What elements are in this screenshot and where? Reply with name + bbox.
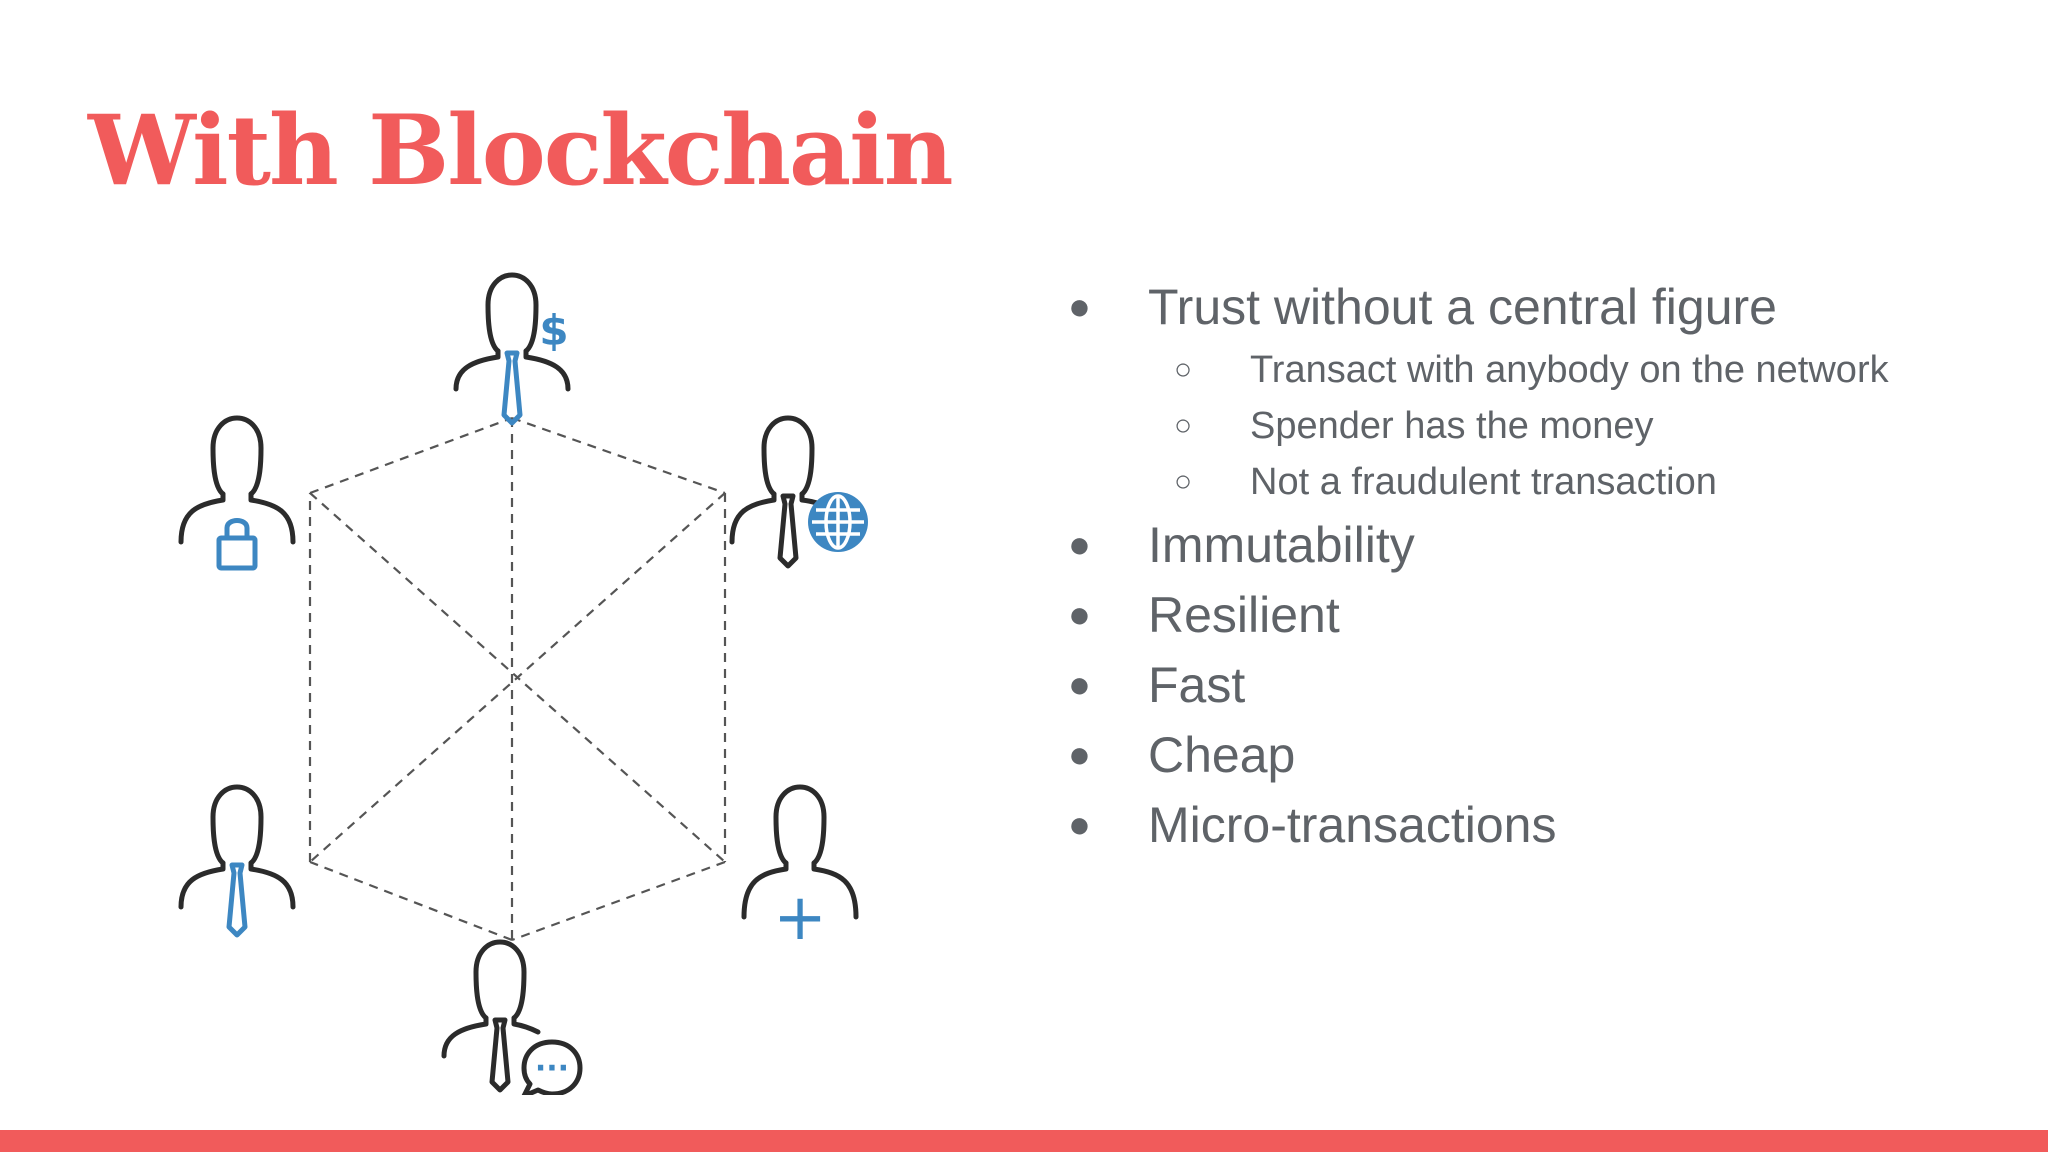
tie-icon bbox=[226, 862, 248, 938]
slide-title: With Blockchain bbox=[88, 94, 953, 207]
link bbox=[511, 860, 726, 942]
person-top: $ bbox=[453, 272, 571, 426]
bullet-dot: ● bbox=[1068, 803, 1091, 846]
plus-icon: + bbox=[773, 881, 827, 955]
bullet-text: Immutability bbox=[1148, 517, 1415, 573]
sub-list-item: ○ Transact with anybody on the network bbox=[1068, 342, 1968, 398]
sub-list-item: ○ Not a fraudulent transaction bbox=[1068, 454, 1968, 510]
chat-bubble-icon: ··· bbox=[521, 1039, 583, 1095]
list-item: ● Resilient bbox=[1068, 580, 1968, 650]
list-item: ● Immutability bbox=[1068, 510, 1968, 580]
bullet-text: Fast bbox=[1148, 657, 1246, 713]
lock-icon bbox=[216, 518, 258, 571]
person-icon bbox=[441, 939, 541, 1059]
tie-icon bbox=[489, 1017, 511, 1093]
person-bottom-left bbox=[178, 784, 296, 938]
sub-list-item: ○ Spender has the money bbox=[1068, 398, 1968, 454]
link bbox=[309, 492, 726, 863]
network-links bbox=[308, 416, 727, 942]
bullet-text: Cheap bbox=[1148, 727, 1296, 783]
bullet-dot: ● bbox=[1068, 523, 1091, 566]
bullet-text: Micro-transactions bbox=[1148, 797, 1557, 853]
blockchain-network-diagram: $ bbox=[178, 272, 868, 1095]
sub-bullet-text: Spender has the money bbox=[1250, 404, 1654, 447]
globe-icon bbox=[808, 492, 868, 552]
list-item: ● Micro-transactions bbox=[1068, 790, 1968, 860]
person-icon bbox=[178, 415, 296, 545]
chat-dots: ··· bbox=[535, 1051, 569, 1086]
person-bottom-right: + bbox=[741, 784, 859, 955]
dollar-icon: $ bbox=[539, 306, 568, 355]
tie-icon bbox=[777, 493, 799, 569]
sub-bullet-text: Not a fraudulent transaction bbox=[1250, 460, 1717, 503]
person-icon bbox=[741, 784, 859, 920]
person-top-left bbox=[178, 415, 296, 571]
sub-bullet-dot: ○ bbox=[1174, 465, 1193, 498]
sub-bullet-dot: ○ bbox=[1174, 353, 1193, 386]
bullet-text: Trust without a central figure bbox=[1148, 279, 1777, 335]
footer-accent-bar bbox=[0, 1130, 2048, 1152]
bullet-text: Resilient bbox=[1148, 587, 1340, 643]
list-item: ● Cheap bbox=[1068, 720, 1968, 790]
sub-bullet-dot: ○ bbox=[1174, 409, 1193, 442]
link bbox=[309, 416, 513, 495]
link bbox=[309, 860, 513, 942]
person-icon bbox=[453, 272, 571, 392]
bullet-dot: ● bbox=[1068, 663, 1091, 706]
list-item: ● Trust without a central figure bbox=[1068, 272, 1968, 342]
person-icon bbox=[178, 784, 296, 910]
bullet-dot: ● bbox=[1068, 285, 1091, 328]
person-top-right bbox=[729, 415, 868, 569]
bullet-dot: ● bbox=[1068, 593, 1091, 636]
list-item: ● Fast bbox=[1068, 650, 1968, 720]
person-bottom: ··· bbox=[441, 939, 583, 1095]
sub-bullet-text: Transact with anybody on the network bbox=[1250, 348, 1889, 391]
bullet-list: ● Trust without a central figure ○ Trans… bbox=[1068, 272, 1968, 860]
link bbox=[511, 416, 726, 495]
bullet-dot: ● bbox=[1068, 733, 1091, 776]
tie-icon bbox=[501, 350, 523, 426]
